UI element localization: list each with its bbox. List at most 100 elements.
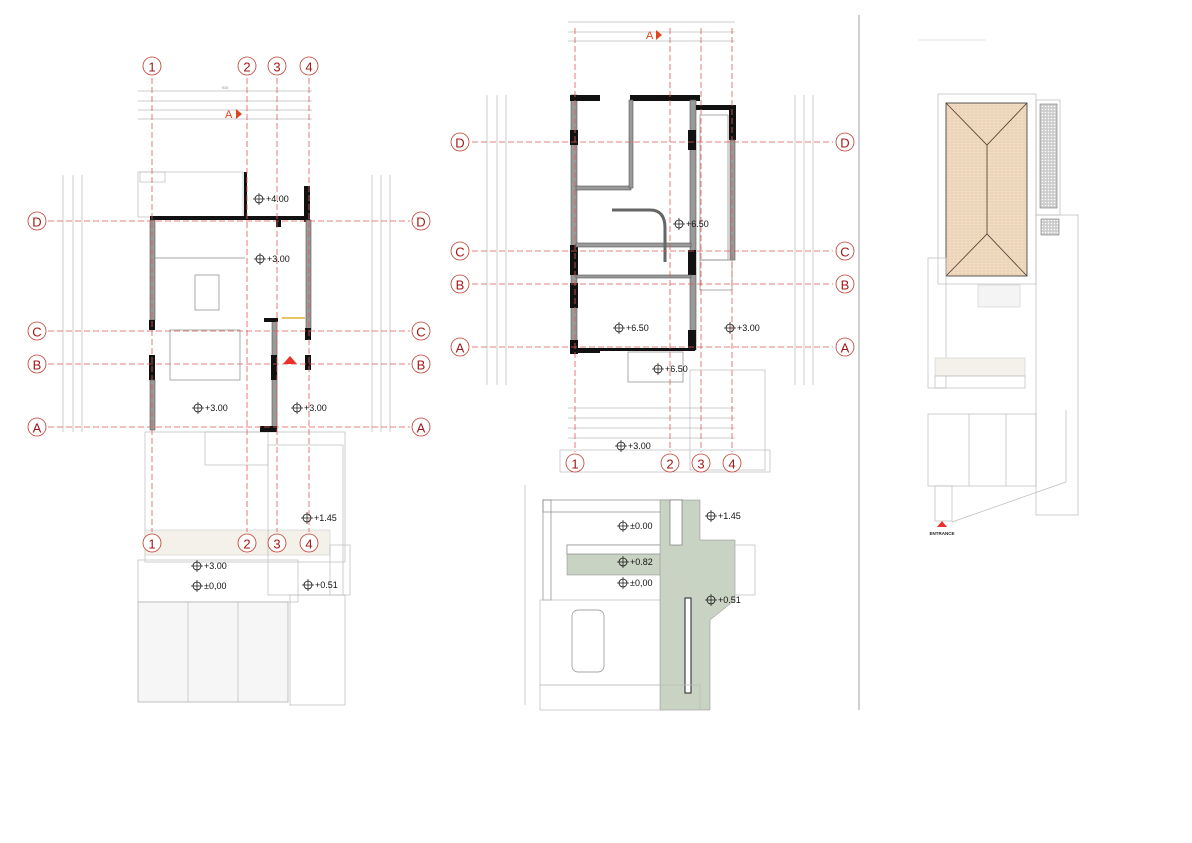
elevation-label: +0.51: [315, 580, 338, 590]
pergola-grate: [1039, 103, 1058, 209]
grid-row-D: D: [411, 211, 431, 231]
elevation-marker: +3.00: [192, 402, 228, 414]
grid-bubble-circle: [142, 533, 162, 553]
grid-bubble-label: 1: [148, 60, 155, 75]
grid-bubble-circle: [450, 132, 470, 152]
grid-bubble-label: A: [417, 421, 426, 436]
grid-row-C: C: [835, 241, 855, 261]
elevation-marker: ±0.00: [617, 520, 652, 532]
elevation-marker: +3.00: [254, 253, 290, 265]
grid-row-B: B: [411, 354, 431, 374]
grid-row-D: D: [835, 132, 855, 152]
elevation-marker: +6.50: [673, 218, 709, 230]
grid-bubble-label: 4: [728, 457, 735, 472]
elevation-label: +0.51: [718, 595, 741, 605]
elevation-marker: +0.51: [302, 579, 338, 591]
grid-bubble-circle: [27, 417, 47, 437]
grid-bubble-label: D: [840, 136, 849, 151]
structural-grid: [48, 78, 410, 532]
elevation-marker: +0.82: [617, 556, 653, 568]
grid-bubble-label: D: [416, 215, 425, 230]
grid-bubble-label: C: [840, 245, 849, 260]
grid-bubble-circle: [411, 321, 431, 341]
walls: [570, 94, 736, 383]
grid-bubble-circle: [411, 354, 431, 374]
ground-floor-plan: 910: [27, 56, 431, 706]
elevation-label: +0.82: [630, 557, 653, 567]
grid-row-A: A: [835, 337, 855, 357]
elevation-label: ±0,00: [204, 581, 226, 591]
section-marker-a[interactable]: A: [225, 109, 242, 121]
grid-row-C: C: [411, 321, 431, 341]
grid-bubble-circle: [660, 453, 680, 473]
garage-level-plan: ±0.00 +1.45 +0.82 ±0,00 +0.51: [524, 485, 756, 711]
grid-column-1: 1: [142, 533, 162, 553]
grid-row-B: B: [450, 274, 470, 294]
elevation-marker: ±0,00: [617, 577, 652, 589]
grid-bubble-circle: [691, 453, 711, 473]
grid-bubble-label: 1: [148, 537, 155, 552]
grid-column-3: 3: [267, 56, 287, 76]
grid-bubble-label: B: [417, 358, 426, 373]
grid-bubble-circle: [835, 337, 855, 357]
grid-bubble-label: A: [33, 421, 42, 436]
grid-row-B: B: [835, 274, 855, 294]
grid-bubble-circle: [450, 274, 470, 294]
grid-row-A: A: [411, 417, 431, 437]
grid-bubble-circle: [565, 453, 585, 473]
grid-bubble-label: 3: [273, 60, 280, 75]
elevation-label: +3.00: [737, 323, 760, 333]
garage-roof: [137, 601, 289, 703]
elevation-marker: +4.00: [253, 193, 289, 205]
elevation-label: +1.45: [718, 511, 741, 521]
grid-bubble-label: B: [456, 278, 465, 293]
structural-grid: [472, 28, 833, 452]
overall-dimension: 910: [222, 85, 229, 90]
elevation-label: +3.00: [267, 254, 290, 264]
grid-bubble-label: 2: [666, 457, 673, 472]
elevation-marker: +1.45: [705, 510, 741, 522]
walls: [149, 172, 312, 432]
grid-bubble-label: B: [841, 278, 850, 293]
grid-row-C: C: [27, 321, 47, 341]
elevation-label: +6.50: [626, 323, 649, 333]
grid-bubble-circle: [411, 211, 431, 231]
elevation-label: ±0,00: [630, 578, 652, 588]
section-marker-a[interactable]: A: [646, 30, 662, 42]
grid-bubble-label: D: [32, 215, 41, 230]
section-arrow-icon: [656, 30, 662, 40]
grid-bubble-circle: [835, 132, 855, 152]
site-roof-plan: ENTRANCE: [927, 93, 1079, 536]
grid-column-2: 2: [660, 453, 680, 473]
elevation-marker: +3.00: [724, 322, 760, 334]
grid-bubble-label: 4: [305, 60, 312, 75]
grid-bubble-circle: [27, 354, 47, 374]
grid-bubble-label: 1: [571, 457, 578, 472]
dimension-lines-side: [62, 175, 391, 432]
grid-column-4: 4: [299, 533, 319, 553]
elevation-marker: +3.00: [191, 560, 227, 572]
elevation-label: +3.00: [304, 403, 327, 413]
elevation-marker: ±0,00: [191, 580, 226, 592]
elevation-label: +3.00: [628, 441, 651, 451]
grid-row-A: A: [27, 417, 47, 437]
entrance-label: ENTRANCE: [929, 531, 954, 536]
grid-bubble-label: C: [416, 325, 425, 340]
grid-bubble-circle: [27, 211, 47, 231]
elevation-marker: +0.51: [705, 594, 741, 606]
entrance-arrow-icon: [283, 356, 297, 364]
elevation-marker: +3.00: [291, 402, 327, 414]
grid-bubble-circle: [237, 533, 257, 553]
grid-row-B: B: [27, 354, 47, 374]
elevation-marker: +6.50: [613, 322, 649, 334]
grid-bubble-label: A: [841, 341, 850, 356]
grid-bubble-circle: [27, 321, 47, 341]
grid-bubble-label: C: [455, 245, 464, 260]
section-marker-label: A: [225, 109, 233, 121]
grid-bubble-circle: [267, 56, 287, 76]
grid-column-3: 3: [691, 453, 711, 473]
elevation-label: +6.50: [665, 364, 688, 374]
site-outline: [137, 171, 351, 706]
grid-bubble-circle: [237, 56, 257, 76]
